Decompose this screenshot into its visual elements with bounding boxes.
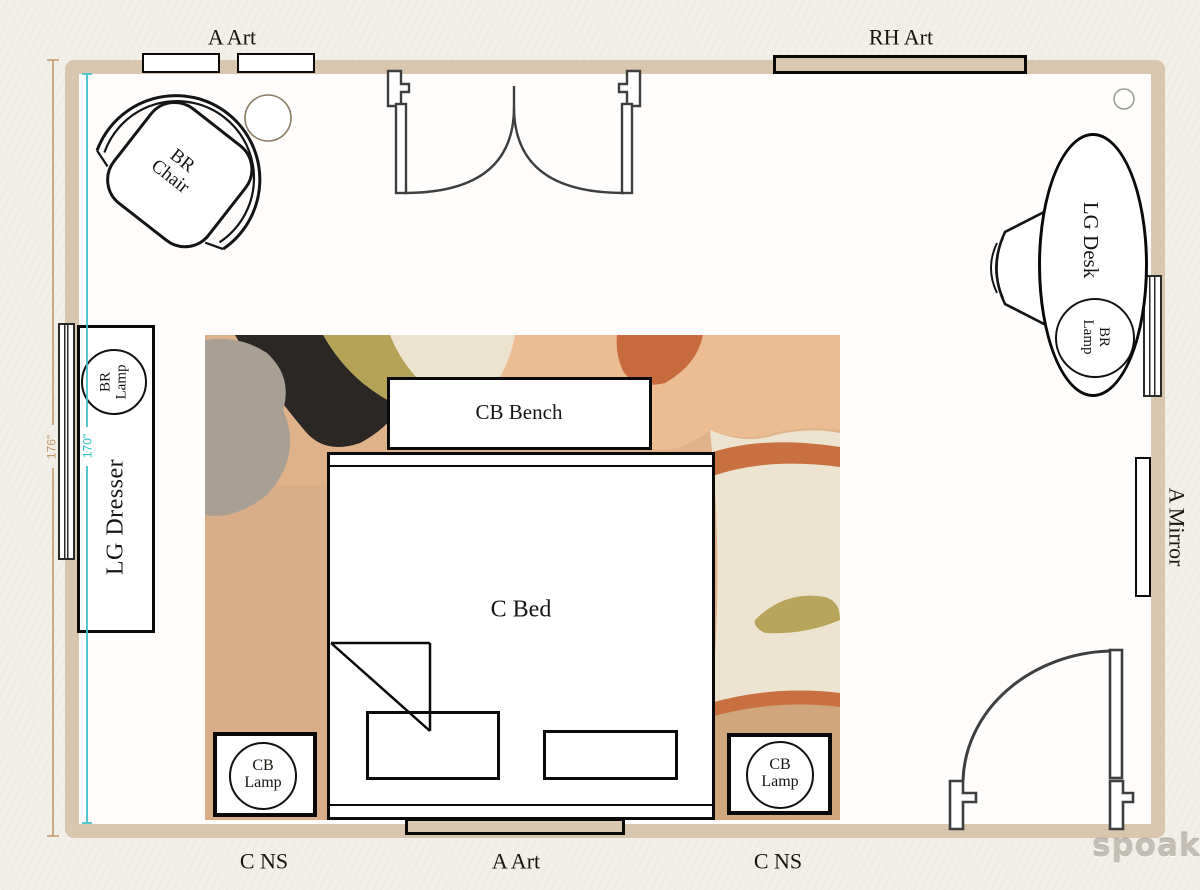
art-top-label: A Art (207, 24, 257, 50)
cb-bench[interactable] (387, 377, 652, 450)
rh-art-piece[interactable] (773, 55, 1027, 74)
spoak-watermark: spoak. (1092, 828, 1200, 864)
art-bottom-piece[interactable] (405, 818, 625, 835)
pillow-left (366, 711, 500, 780)
mirror-label: A Mirror (1164, 487, 1190, 567)
art-top-piece-2[interactable] (237, 53, 315, 73)
art-top-piece-1[interactable] (142, 53, 220, 73)
dresser-lamp-circle[interactable] (81, 349, 147, 415)
bed-label: C Bed (490, 596, 552, 623)
dimension-interior-label: 170" (80, 433, 95, 459)
nightstand-left-lamp-circle[interactable] (229, 742, 297, 810)
window-left[interactable] (58, 323, 75, 560)
mirror-piece[interactable] (1135, 457, 1151, 597)
rh-art-label: RH Art (868, 24, 934, 50)
dresser-label: LG Dresser (102, 458, 129, 576)
dimension-exterior-label: 176" (44, 434, 59, 460)
nightstand-right-label: C NS (753, 848, 803, 874)
bench-label: CB Bench (475, 399, 563, 424)
dresser-lamp-label: BR Lamp (97, 364, 129, 400)
window-right[interactable] (1143, 275, 1162, 397)
nightstand-right-lamp-circle[interactable] (746, 741, 814, 809)
nightstand-left-lamp-label: CB Lamp (244, 757, 282, 791)
desk-lamp-circle[interactable] (1055, 298, 1135, 378)
nightstand-right-lamp-label: CB Lamp (761, 756, 799, 790)
desk-label: LG Desk (1079, 201, 1104, 279)
pillow-right (543, 730, 678, 780)
nightstand-left-label: C NS (239, 848, 289, 874)
art-bottom-label: A Art (491, 848, 541, 874)
desk-lamp-label: BR Lamp (1080, 319, 1112, 355)
